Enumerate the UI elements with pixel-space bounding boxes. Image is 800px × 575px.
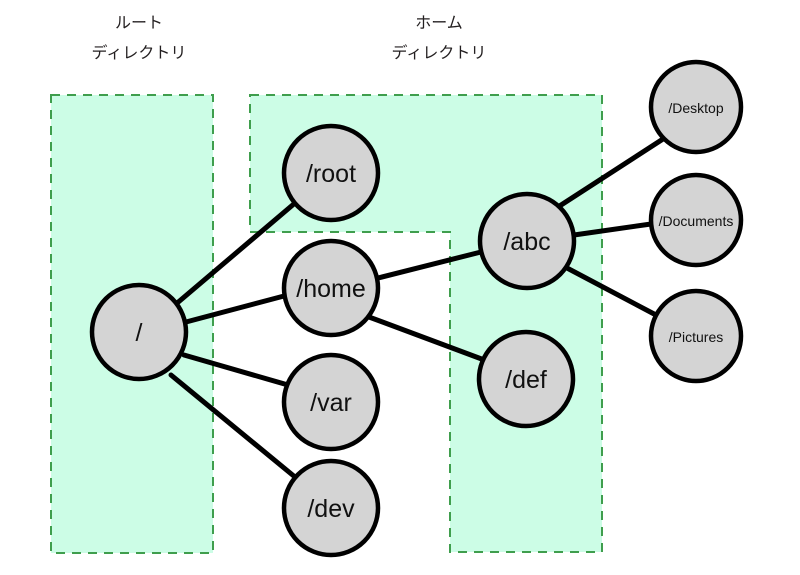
node-label-home: /home: [296, 275, 365, 303]
node-circle-home[interactable]: [281, 238, 381, 338]
node-def[interactable]: /def: [476, 329, 576, 429]
node-label-root: /: [136, 319, 143, 347]
node-root-dir[interactable]: /root: [281, 123, 381, 223]
node-circle-var[interactable]: [281, 352, 381, 452]
node-pictures[interactable]: /Pictures: [648, 288, 744, 384]
edge-home-to-abc: [375, 249, 484, 281]
node-abc[interactable]: /abc: [477, 191, 577, 291]
node-circle-root[interactable]: [89, 282, 189, 382]
node-circle-def[interactable]: [476, 329, 576, 429]
node-label-pictures: /Pictures: [669, 329, 723, 345]
node-label-documents: /Documents: [659, 213, 734, 229]
node-label-def: /def: [505, 366, 547, 394]
node-root[interactable]: /: [89, 282, 189, 382]
node-home[interactable]: /home: [281, 238, 381, 338]
node-label-root-dir: /root: [306, 160, 356, 188]
node-desktop[interactable]: /Desktop: [648, 59, 744, 155]
region-caption-line2-home-directory: ディレクトリ: [392, 43, 487, 62]
node-circle-dev[interactable]: [281, 458, 381, 558]
node-label-dev: /dev: [307, 495, 355, 523]
edges-layer: [168, 136, 666, 480]
node-circle-documents[interactable]: [648, 172, 744, 268]
node-circle-pictures[interactable]: [648, 288, 744, 384]
edge-abc-to-desktop: [555, 136, 666, 210]
region-caption-line2-root-directory: ディレクトリ: [92, 43, 187, 62]
node-circle-abc[interactable]: [477, 191, 577, 291]
edge-abc-to-pictures: [564, 265, 659, 318]
edge-root-to-home: [183, 293, 287, 325]
edge-home-to-def: [366, 314, 490, 364]
nodes-layer: / /root/home/var/dev/abc/def/Desktop/Docu…: [89, 59, 744, 558]
node-label-var: /var: [310, 389, 352, 417]
region-caption-line1-home-directory: ホーム: [415, 15, 463, 32]
region-caption-line1-root-directory: ルート: [115, 15, 163, 32]
node-label-abc: /abc: [503, 228, 550, 256]
node-dev[interactable]: /dev: [281, 458, 381, 558]
node-var[interactable]: /var: [281, 352, 381, 452]
node-label-desktop: /Desktop: [668, 100, 723, 116]
edge-root-to-root-dir: [173, 200, 298, 307]
node-circle-root-dir[interactable]: [281, 123, 381, 223]
edge-root-to-var: [181, 352, 291, 388]
node-documents[interactable]: /Documents: [648, 172, 744, 268]
node-circle-desktop[interactable]: [648, 59, 744, 155]
edge-root-to-dev: [168, 372, 298, 480]
edge-abc-to-documents: [571, 221, 654, 238]
